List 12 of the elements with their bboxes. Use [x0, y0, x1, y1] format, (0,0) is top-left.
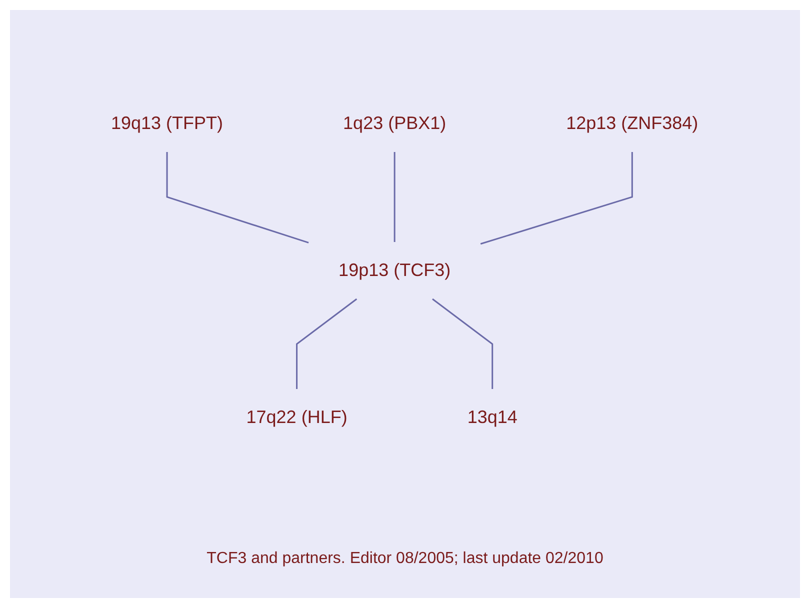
- node-text: 12p13 (ZNF384): [566, 112, 699, 132]
- node-text: 17q22 (HLF): [246, 406, 348, 426]
- connector: [394, 152, 396, 242]
- node-text: 19p13 (TCF3): [338, 260, 452, 280]
- connector: [480, 152, 634, 244]
- connector: [166, 152, 310, 243]
- connector: [296, 298, 358, 388]
- connector: [432, 298, 494, 388]
- node-text: 19q13 (TFPT): [111, 112, 224, 132]
- node-text: 1q23 (PBX1): [343, 112, 447, 132]
- node-text: 13q14: [468, 406, 518, 426]
- caption: TCF3 and partners. Editor 08/2005; last update 02/2010: [206, 550, 604, 567]
